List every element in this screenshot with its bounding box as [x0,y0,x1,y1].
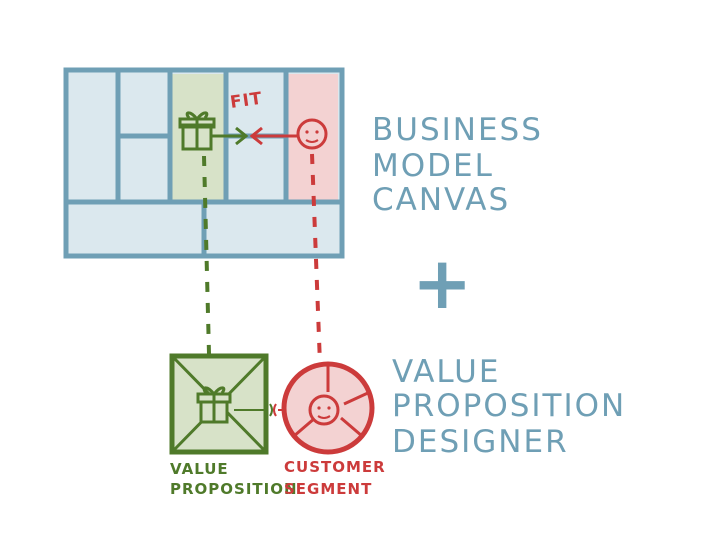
canvas-title: BUSINESS MODEL CANVAS [372,112,543,218]
designer-title: VALUE PROPOSITION DESIGNER [392,354,626,460]
customer-segment-label-line-1: CUSTOMER [284,458,386,476]
designer-title-line-2: PROPOSITION [392,388,626,424]
customer-segment-label-line-2: SEGMENT [284,480,372,498]
canvas-title-line-2: MODEL [372,148,494,184]
canvas-title-line-1: BUSINESS [372,112,543,148]
smiley-face-icon [308,394,340,426]
business-model-canvas-grid [63,67,345,259]
gift-icon [178,111,216,151]
smiley-face-icon [296,118,328,150]
fit-label: FIT [229,89,264,113]
value-proposition-label: VALUE PROPOSITION [170,460,298,498]
value-proposition-label-line-1: VALUE [170,460,229,478]
canvas-title-line-3: CANVAS [372,182,510,218]
customer-segment-label: CUSTOMER SEGMENT [284,458,386,498]
designer-title-line-3: DESIGNER [392,424,569,460]
designer-title-line-1: VALUE [392,354,500,390]
gift-icon [196,386,232,424]
value-proposition-label-line-2: PROPOSITION [170,480,298,498]
plus-sign: + [412,241,472,325]
customer-segment-connector [310,153,322,365]
fit-arrow [212,126,298,146]
